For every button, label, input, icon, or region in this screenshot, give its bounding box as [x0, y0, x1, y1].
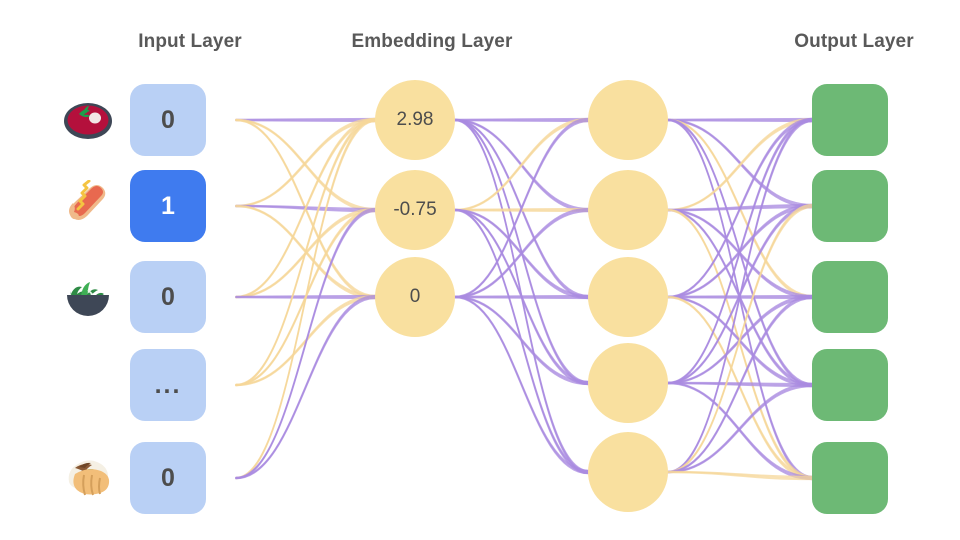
input-node-row: 0 — [60, 260, 240, 334]
green-salad-icon — [60, 269, 116, 325]
embedding-node-1[interactable]: -0.75 — [375, 170, 455, 250]
bowl-of-soup-icon — [60, 92, 116, 148]
hot-dog-icon — [60, 178, 116, 234]
input-node-row: 0 — [60, 441, 240, 515]
input-value-box-3[interactable]: ... — [130, 349, 206, 421]
input-node-row: ... — [60, 348, 240, 422]
input-value-box-4[interactable]: 0 — [130, 442, 206, 514]
input-node-row: 0 — [60, 83, 240, 157]
burrito-icon — [60, 450, 116, 506]
input-node-row: 1 — [60, 169, 240, 243]
input-value-box-1[interactable]: 1 — [130, 170, 206, 242]
output-node-1[interactable] — [812, 170, 888, 242]
hidden-node-3[interactable] — [588, 343, 668, 423]
embedding-node-0[interactable]: 2.98 — [375, 80, 455, 160]
hidden-node-2[interactable] — [588, 257, 668, 337]
output-layer-title: Output Layer — [794, 31, 914, 52]
input-layer-title: Input Layer — [138, 31, 242, 52]
embedding-node-2[interactable]: 0 — [375, 257, 455, 337]
no-icon-placeholder — [60, 357, 116, 413]
hidden-node-1[interactable] — [588, 170, 668, 250]
embedding-layer-title: Embedding Layer — [351, 31, 513, 52]
output-node-0[interactable] — [812, 84, 888, 156]
input-value-box-0[interactable]: 0 — [130, 84, 206, 156]
hidden-node-4[interactable] — [588, 432, 668, 512]
output-node-3[interactable] — [812, 349, 888, 421]
hidden-node-0[interactable] — [588, 80, 668, 160]
output-node-2[interactable] — [812, 261, 888, 333]
output-node-4[interactable] — [812, 442, 888, 514]
input-value-box-2[interactable]: 0 — [130, 261, 206, 333]
